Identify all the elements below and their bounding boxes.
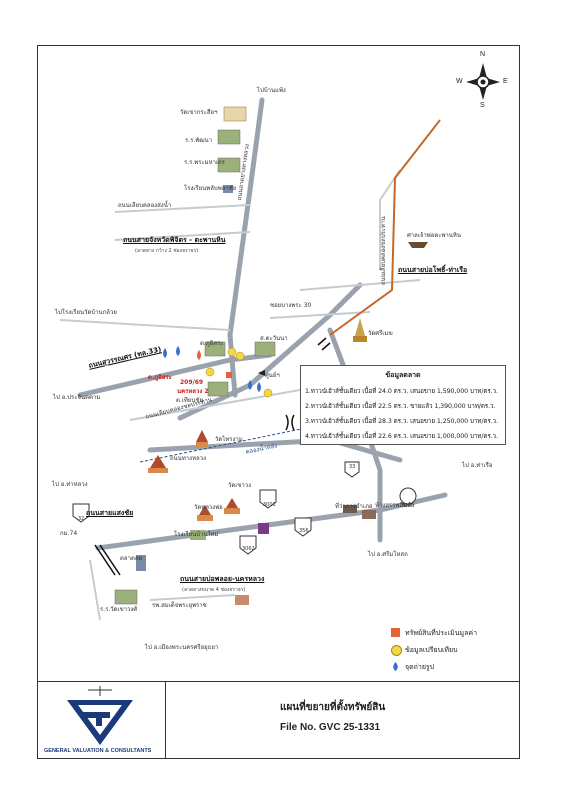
compass-icon (466, 63, 500, 100)
footer-vertical-divider (165, 681, 166, 759)
label-pt-74: กม.74 (60, 530, 78, 537)
market-data-row-1: 1.ทาวน์เฮ้าส์ชั้นเดียว เนื้อที่ 24.0 ตร.… (305, 388, 498, 395)
square-icon (391, 628, 400, 637)
label-num-356: 356 (299, 528, 309, 534)
market-data-title: ข้อมูลตลาด (385, 371, 421, 379)
label-school-bl: ร.ร.วัดเขาวงศ์ (100, 606, 138, 613)
label-office-right: ที่ว่าการอำเภอ (335, 503, 373, 510)
shield-icons (72, 461, 417, 555)
label-sala: ศาลเจ้าพ่อตะพานหิน (407, 232, 461, 239)
label-school-2: ร.ร.พระมหาเถร (184, 159, 225, 166)
label-road-right: ถนนสายบ่อโพธิ์-ท่าเรือ (398, 266, 468, 274)
compass-e: E (503, 78, 508, 85)
label-to-ban-phaeng: ไปบ้านแพ้ง (257, 87, 286, 94)
drop-pin-icon (393, 662, 398, 671)
label-road-saeng: ถนนสายแสงชัย (86, 509, 134, 517)
legend-subject: ทรัพย์สินที่ประเมินมูลค่า (391, 628, 478, 639)
label-market: ตลาดสด (120, 555, 143, 562)
label-to-bottom-right: ไป อ.ท่าเรือ (462, 462, 493, 469)
compass-n: N (480, 51, 486, 58)
label-road-north-vertical: ถนนเลียบคลองชลประทาน (380, 216, 387, 285)
label-wat-right: วัดศรีเมฆ (368, 330, 393, 337)
legend-comparable: ข้อมูลเปรียบเทียบ (391, 645, 458, 656)
label-num-33: 33 (349, 464, 356, 470)
label-road-sasiwan: ถนนสายจังหวัดพิจิตร - ตะพานหิน (123, 236, 226, 244)
label-wat-bottom: วัดเขาวง (228, 482, 252, 489)
label-road-bottom: ถนนสายบ่อพลอย-นครหลวง (180, 575, 265, 583)
road-left-vertical (89, 559, 101, 621)
circle-icon (391, 645, 402, 656)
label-wat-small: ส.ตะวันนา (260, 335, 288, 342)
company-name: GENERAL VALUATION & CONSULTANTS (44, 748, 152, 754)
label-wat: วัดเขากระสือฯ (180, 109, 218, 116)
map-title: แผนที่ขยายที่ตั้งทรัพย์สิน (280, 702, 386, 713)
building-icons (114, 106, 376, 605)
map-frame (37, 45, 520, 759)
label-soi-road: ถนนเลียบคลองส่งน้ำ (118, 202, 172, 209)
label-to-bottom-left: ไป อ.ท่าหลวง (52, 481, 88, 488)
label-hospital: รพ.สมเด็จพระยุพราช (152, 602, 207, 609)
label-wat-center: วัดไทรงาม (215, 436, 243, 443)
label-gov-office: โรงเรียนพลับพลาชัย (184, 185, 237, 192)
road-bottom-left (149, 594, 236, 601)
legend-comparable-label: ข้อมูลเปรียบเทียบ (405, 646, 458, 654)
label-num-32: 32 (78, 516, 85, 522)
road-soi30 (269, 311, 371, 319)
file-number: File No. GVC 25-1331 (280, 722, 381, 733)
road-left-main (77, 352, 273, 398)
label-road-sasiwan-sub: (ลาดยาง กว้าง 2 ช่องจราจร) (135, 248, 199, 254)
label-to-left: ไป อ.ประจันตคาม (53, 394, 101, 401)
road-diagonal-center (177, 282, 363, 421)
compass-w: W (456, 78, 463, 85)
label-school-1: ร.ร.พัฒนา (185, 137, 213, 144)
road-canal-3 (59, 319, 231, 331)
road-vertical-north-right (379, 169, 401, 270)
label-mall: ห้างสรรพสินค้า (375, 502, 415, 509)
temple-icon (353, 318, 367, 342)
road-orange (329, 119, 441, 336)
road-north-main (227, 97, 265, 398)
legend-photo: จุดถ่ายรูป (393, 662, 435, 673)
label-direction: ศูนย์ฯ (265, 372, 280, 379)
footer-divider (37, 681, 520, 682)
legend-photo-label: จุดถ่ายรูป (405, 663, 435, 671)
label-subject-a: ต.ภูอิสระ (148, 374, 172, 381)
direction-arrow-icon (258, 370, 265, 376)
company-logo (67, 686, 133, 745)
label-to-bottom: ไป อ.เมืองพระนครศรีอยุธยา (145, 644, 219, 651)
road-canal-2 (114, 231, 251, 241)
market-data-row-2: 2.ทาวน์เฮ้าส์ชั้นเดียว เนื้อที่ 22.5 ตร.… (305, 403, 496, 410)
label-soi-30: ซอยบางพระ 30 (270, 302, 312, 309)
label-subject-e: ต.เทียนชัย (176, 397, 204, 404)
label-subject-b: 209/69 (180, 379, 204, 386)
label-road-wat: วัดหลวงพ่อ (194, 504, 223, 511)
map-markers (163, 346, 273, 398)
market-data-box: ข้อมูลตลาด 1.ทาวน์เฮ้าส์ชั้นเดียว เนื้อท… (300, 365, 506, 445)
label-subject-c: นครหลวง 2 (177, 388, 209, 395)
road-right-label-line (299, 279, 421, 291)
label-to-school: ไปโรงเรียนวัดบ้านกล้วย (55, 309, 117, 316)
market-data-row-3: 3.ทาวน์เฮ้าส์ชั้นเดียว เนื้อที่ 28.3 ตร.… (305, 418, 498, 425)
label-num-3000: 3000 (401, 503, 414, 509)
label-to-kabin: ไป อ.ศรีมโหสถ (368, 551, 408, 558)
label-road-center: ถนนทางหลวง (170, 455, 207, 462)
label-num-3001: 3001 (263, 502, 276, 508)
road-canal-1 (114, 204, 251, 213)
label-road-bottom-sub: (ลาดยางขนาด 4 ช่องจราจร) (182, 587, 246, 593)
legend-subject-label: ทรัพย์สินที่ประเมินมูลค่า (405, 629, 478, 637)
compass-s: S (480, 102, 485, 109)
boat-icon (408, 242, 428, 248)
label-num-3062: 3062 (242, 546, 255, 552)
label-school-bottom: โรงเรียนบ้านใหม่ (174, 531, 219, 538)
market-data-row-4: 4.ทาวน์เฮ้าส์ชั้นเดียว เนื้อที่ 22.6 ตร.… (305, 433, 498, 440)
label-subject-d: ต.ภูอิสระ (200, 340, 224, 347)
